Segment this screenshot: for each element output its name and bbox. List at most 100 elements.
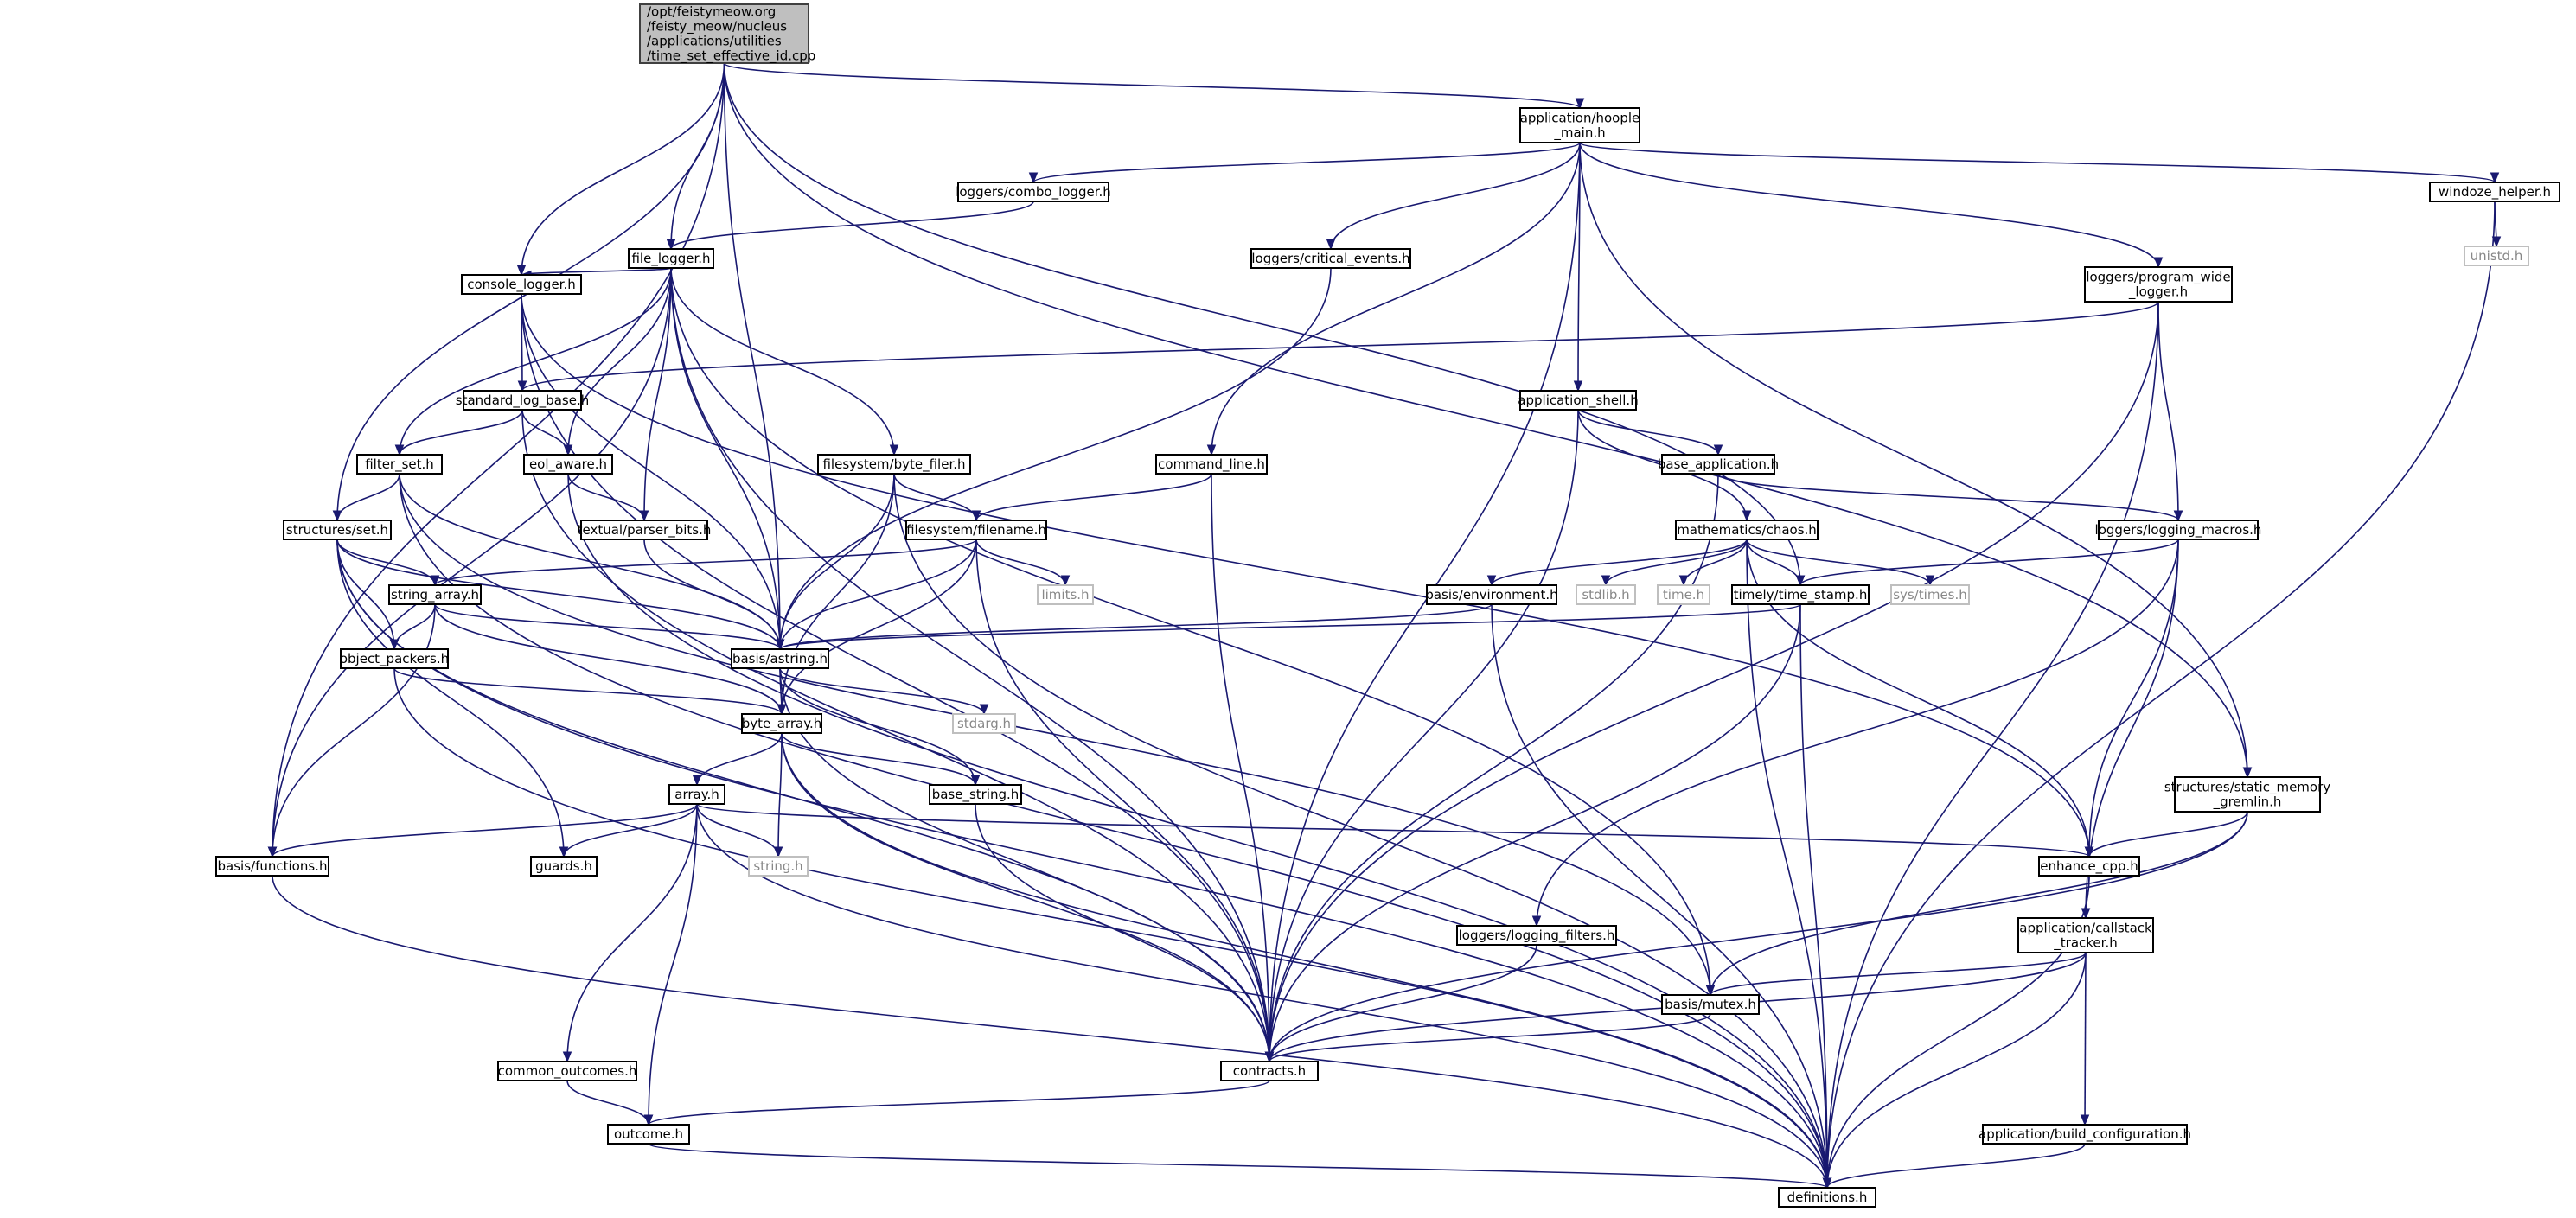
node-common-outcomes[interactable]: common_outcomes.h [497,1061,637,1081]
node-eol-aware[interactable]: eol_aware.h [523,454,613,475]
edge-arrowhead [332,510,342,522]
node-box [1661,454,1775,475]
node-logging-filters[interactable]: loggers/logging_filters.h [1456,925,1617,946]
edge-arrowhead [1713,444,1723,456]
node-enhance-cpp[interactable]: enhance_cpp.h [2038,856,2140,877]
edge-line [434,539,977,586]
node-byte-filer[interactable]: filesystem/byte_filer.h [817,454,971,475]
edge-line [670,201,1034,250]
node-hoople-main[interactable]: application/hoople_main.h [1519,107,1640,143]
node-label-line: base_application.h [1658,456,1779,473]
node-box [1250,248,1411,269]
edge-byte_array-to-array [692,732,783,787]
node-contracts[interactable]: contracts.h [1220,1061,1319,1081]
node-box [2464,246,2529,266]
node-byte-array[interactable]: byte_array.h [741,713,822,734]
node-combo-logger[interactable]: loggers/combo_logger.h [956,182,1111,202]
edge-arrowhead [1060,575,1071,587]
node-windoze-helper[interactable]: windoze_helper.h [2429,182,2560,202]
node-label-line: _logger.h [2128,284,2188,301]
edge-arrowhead [970,775,981,787]
edge-arrowhead [777,704,787,716]
edge-array-to-guards [559,803,698,858]
node-label-line: stdlib.h [1582,587,1629,603]
edge-line [1330,142,1581,250]
node-base-application[interactable]: base_application.h [1658,454,1779,475]
edge-chaos-to-environment [1486,539,1748,587]
edge-line [393,667,783,715]
edge-chaos-to-sys_times [1746,539,1935,587]
node-label-line: /opt/feistymeow.org [647,4,776,20]
node-critical-events[interactable]: loggers/critical_events.h [1250,248,1411,269]
node-build-configuration[interactable]: application/build_configuration.h [1978,1124,2191,1145]
node-chaos[interactable]: mathematics/chaos.h [1675,520,1819,540]
node-application-shell[interactable]: application_shell.h [1518,390,1639,411]
edge-hoople_main-to-program_wide_logger [1579,142,2164,269]
edge-arrowhead [2173,510,2183,522]
node-time-stamp[interactable]: timely/time_stamp.h [1731,584,1870,605]
node-label-line: unistd.h [2471,248,2523,264]
node-console-logger[interactable]: console_logger.h [461,274,582,295]
edge-arrowhead [430,575,440,587]
edge-filename-to-string_array [430,539,977,587]
node-functions[interactable]: basis/functions.h [215,856,329,877]
node-outcome[interactable]: outcome.h [607,1124,690,1145]
edge-arrowhead [1531,915,1542,928]
node-object-packers[interactable]: object_packers.h [340,648,449,669]
node-environment[interactable]: basis/environment.h [1425,584,1558,605]
node-box [1155,454,1268,475]
edge-line [1710,952,2087,996]
node-guards[interactable]: guards.h [530,856,598,877]
node-label-line: application/callstack [2019,921,2152,936]
node-astring[interactable]: basis/astring.h [731,648,829,669]
edge-line [2084,952,2087,1126]
node-definitions[interactable]: definitions.h [1778,1187,1876,1208]
node-root[interactable]: /opt/feistymeow.org/feisty_meow/nucleus/… [639,3,815,65]
edge-line [521,293,781,650]
node-parser-bits[interactable]: textual/parser_bits.h [578,520,712,540]
node-label-line: basis/functions.h [218,858,328,874]
edge-line [521,409,1270,1062]
node-mutex[interactable]: basis/mutex.h [1661,994,1760,1015]
node-label-line: enhance_cpp.h [2040,858,2138,875]
node-box [356,454,443,475]
node-label-line: application/build_configuration.h [1978,1126,2191,1143]
edge-line [1211,142,1581,456]
edge-line [399,267,672,456]
edge-console_logger-to-enhance_cpp [521,293,2094,858]
edge-line [399,409,523,456]
node-file-logger[interactable]: file_logger.h [628,248,714,269]
edge-byte_array-to-base_string [781,732,981,787]
edge-line [336,473,400,521]
node-box [1519,107,1640,143]
edge-arrowhead [563,444,573,456]
node-label-line: timely/time_stamp.h [1734,587,1868,603]
edge-line [1605,539,1748,586]
edge-line [893,473,1828,1189]
node-static-memory-gremlin[interactable]: structures/static_memory_gremlin.h [2164,776,2330,813]
edge-filter_set-to-set [332,473,400,522]
node-base-string[interactable]: base_string.h [929,784,1022,805]
node-array[interactable]: array.h [668,784,725,805]
node-filename[interactable]: filesystem/filename.h [905,520,1047,540]
node-box [731,648,829,669]
edge-line [1746,539,1828,1189]
edge-root-to-time_stamp [723,62,1806,587]
edge-line [1269,811,2248,1062]
edge-arrowhead [773,846,783,858]
node-set[interactable]: structures/set.h [283,520,392,540]
node-program-wide-logger[interactable]: loggers/program_wide_logger.h [2084,266,2233,303]
node-filter-set[interactable]: filter_set.h [356,454,443,475]
edge-line [975,473,1212,521]
node-label-line: string.h [753,858,802,874]
node-stdarg: stdarg.h [952,713,1016,734]
node-command-line[interactable]: command_line.h [1155,454,1268,475]
edge-eol_aware-to-definitions [567,473,1832,1189]
node-standard-log-base[interactable]: standard_log_base.h [456,390,589,411]
node-callstack-tracker[interactable]: application/callstack_tracker.h [2017,917,2154,953]
edge-line [779,667,1270,1062]
node-box [1778,1187,1876,1208]
edge-root-to-console_logger [516,62,725,277]
node-logging-macros[interactable]: loggers/logging_macros.h [2095,520,2262,540]
node-string-array[interactable]: string_array.h [388,584,482,605]
